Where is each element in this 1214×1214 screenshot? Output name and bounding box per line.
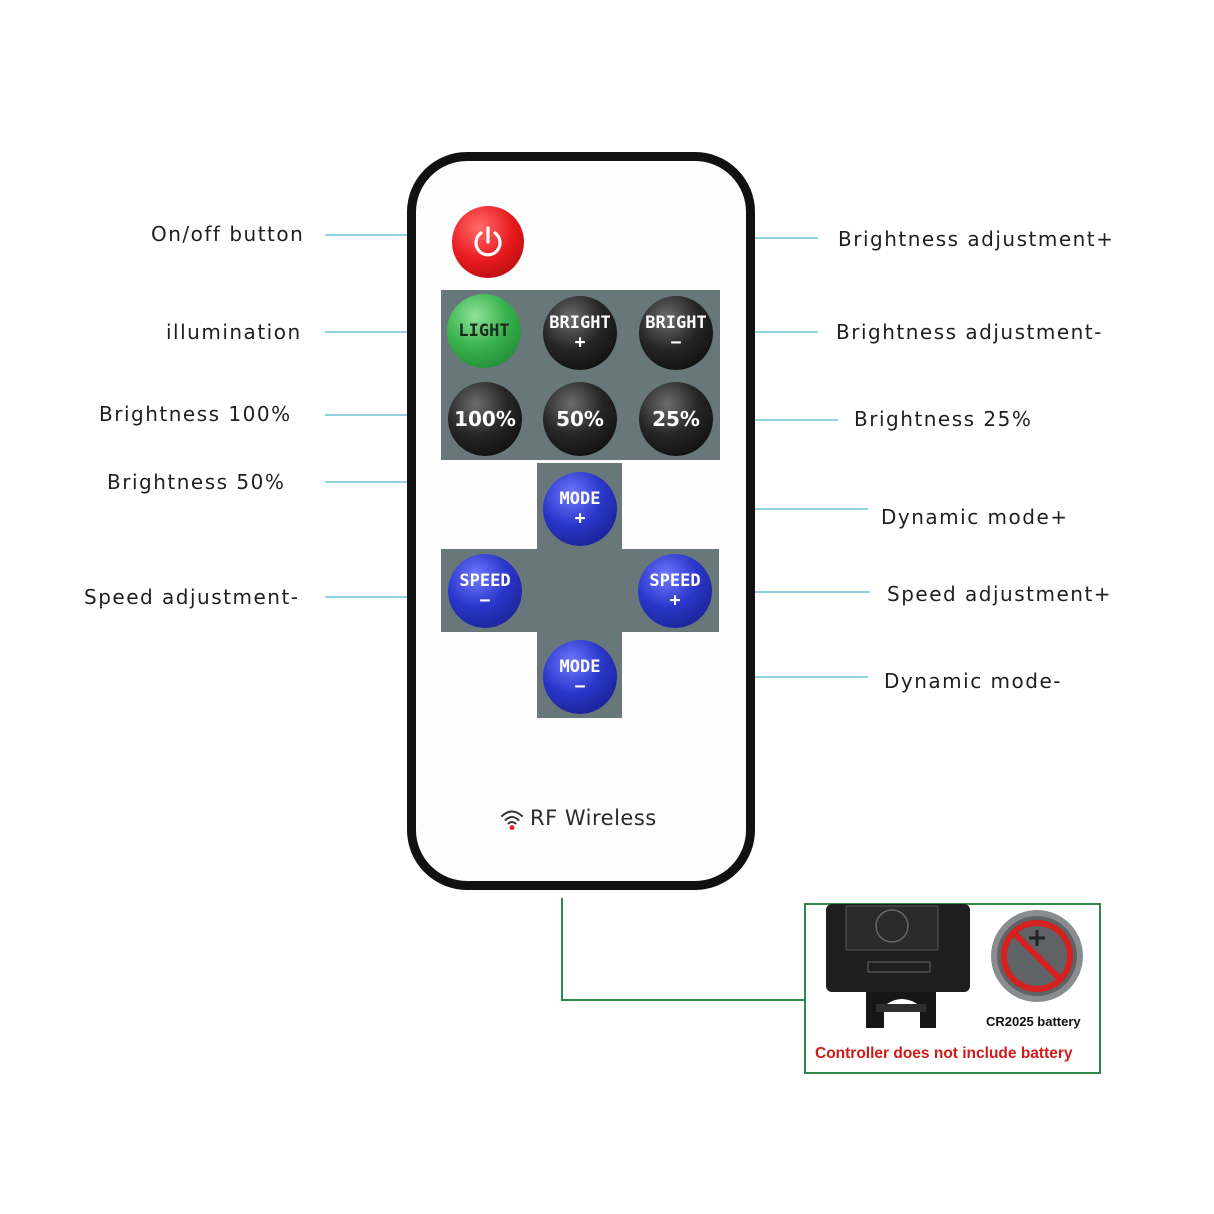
- bright-plus-label: BRIGHT: [549, 313, 611, 333]
- label-brightness-25: Brightness 25%: [854, 407, 1033, 431]
- label-illumination: illumination: [166, 320, 302, 344]
- mode-plus-button[interactable]: MODE +: [543, 472, 617, 546]
- speed-minus-button[interactable]: SPEED −: [448, 554, 522, 628]
- mode-minus-sign: −: [574, 676, 586, 697]
- battery-compartment-illustration: [826, 904, 970, 1028]
- speed-plus-button[interactable]: SPEED +: [638, 554, 712, 628]
- label-mode-plus: Dynamic mode+: [881, 505, 1069, 529]
- mode-minus-label: MODE: [559, 657, 601, 677]
- label-brightness-50: Brightness 50%: [107, 470, 286, 494]
- speed-minus-label: SPEED: [459, 571, 511, 591]
- no-battery-icon: [991, 910, 1083, 1002]
- battery-type-label: CR2025 battery: [986, 1014, 1081, 1029]
- speed-minus-sign: −: [479, 590, 491, 611]
- label-on-off: On/off button: [151, 222, 305, 246]
- brightness-50-button[interactable]: 50%: [543, 382, 617, 456]
- label-brightness-100: Brightness 100%: [99, 402, 292, 426]
- label-speed-plus: Speed adjustment+: [887, 582, 1113, 606]
- brightness-50-label: 50%: [556, 407, 604, 431]
- label-brightness-plus: Brightness adjustment+: [838, 227, 1115, 251]
- speed-plus-sign: +: [669, 590, 681, 611]
- power-icon: [474, 226, 502, 257]
- battery-warning-label: Controller does not include battery: [815, 1045, 1073, 1062]
- light-button[interactable]: LIGHT: [447, 294, 521, 368]
- brightness-25-label: 25%: [652, 407, 700, 431]
- bright-minus-button[interactable]: BRIGHT −: [639, 296, 713, 370]
- label-mode-minus: Dynamic mode-: [884, 669, 1062, 693]
- bright-minus-sign: −: [670, 332, 682, 353]
- light-button-label: LIGHT: [458, 321, 510, 341]
- mode-minus-button[interactable]: MODE −: [543, 640, 617, 714]
- mode-plus-label: MODE: [559, 489, 601, 509]
- bright-plus-sign: +: [574, 332, 586, 353]
- wifi-icon: [501, 810, 523, 830]
- brightness-25-button[interactable]: 25%: [639, 382, 713, 456]
- brightness-100-button[interactable]: 100%: [448, 382, 522, 456]
- rf-wireless-label: RF Wireless: [530, 806, 657, 830]
- brightness-100-label: 100%: [454, 407, 516, 431]
- label-speed-minus: Speed adjustment-: [84, 585, 300, 609]
- power-button[interactable]: [452, 206, 524, 278]
- bright-plus-button[interactable]: BRIGHT +: [543, 296, 617, 370]
- mode-plus-sign: +: [574, 508, 586, 529]
- label-brightness-minus: Brightness adjustment-: [836, 320, 1103, 344]
- inset-connector: [561, 898, 804, 1001]
- speed-plus-label: SPEED: [649, 571, 701, 591]
- bright-minus-label: BRIGHT: [645, 313, 707, 333]
